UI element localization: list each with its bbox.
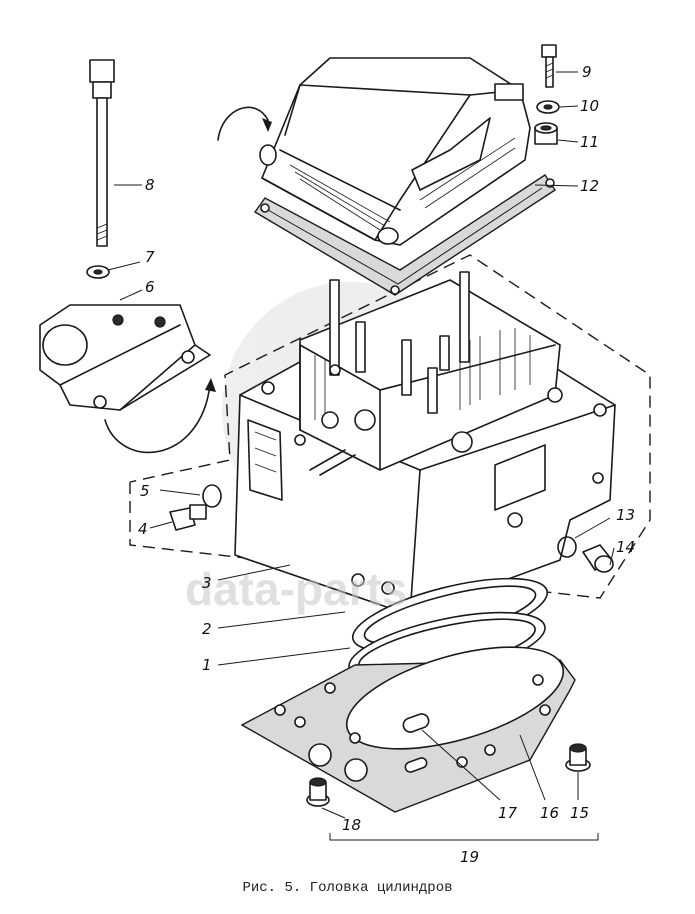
callout-18: 18 (342, 816, 361, 834)
callout-5: 5 (140, 482, 150, 500)
leader-lines (107, 71, 615, 819)
callout-19: 19 (460, 848, 479, 866)
callout-15: 15 (570, 804, 589, 822)
callout-7: 7 (145, 248, 155, 266)
head-gasket (240, 646, 576, 813)
sealing-rings (348, 577, 549, 683)
figure-caption: Рис. 5. Головка цилиндров (242, 880, 453, 896)
lifting-bracket (39, 304, 211, 411)
callout-12: 12 (580, 177, 599, 195)
callout-labels: 8 7 6 9 10 11 12 5 4 13 14 3 2 1 17 16 1… (138, 63, 635, 866)
callout-11: 11 (580, 133, 599, 151)
callout-14: 14 (616, 538, 635, 556)
callout-16: 16 (540, 804, 559, 822)
callout-13: 13 (616, 506, 635, 524)
cover-gasket (253, 174, 556, 296)
plug-seal-ring (202, 484, 222, 508)
rotate-arrow-cover (217, 106, 272, 141)
callout-10: 10 (580, 97, 599, 115)
side-plug-right (582, 544, 614, 573)
rotate-arrow-bracket (104, 378, 216, 454)
callout-3: 3 (202, 574, 212, 592)
valve-cover (259, 57, 531, 246)
callout-9: 9 (582, 63, 592, 81)
head-bolt (89, 59, 115, 247)
gasket-bushing-right (565, 743, 591, 772)
group-bracket (329, 833, 599, 841)
cover-bolt (541, 44, 557, 88)
cover-bushing (534, 122, 558, 145)
cylinder-head (234, 271, 616, 616)
callout-6: 6 (145, 278, 155, 296)
callout-8: 8 (145, 176, 155, 194)
callout-4: 4 (138, 520, 148, 538)
side-plug (169, 504, 207, 531)
callout-1: 1 (202, 656, 212, 674)
plug-seal-ring-right (557, 536, 577, 558)
callout-2: 2 (202, 620, 212, 638)
callout-17: 17 (498, 804, 518, 822)
gasket-bushing-left (306, 777, 330, 807)
watermark-text: data-parts (185, 563, 407, 615)
